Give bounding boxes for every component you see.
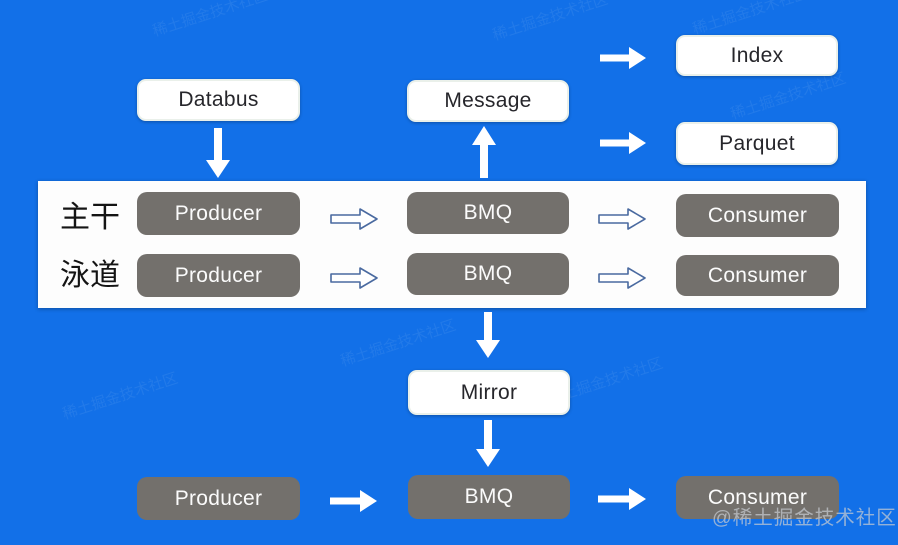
lane-label-trunk: 主干 <box>60 201 120 234</box>
arrow-right-to-parquet-icon <box>600 132 646 154</box>
arrow-right-bottom-bmq-to-consumer-icon <box>598 488 646 510</box>
bmq-node-swimlane: BMQ <box>407 253 569 295</box>
mirror-node: Mirror <box>408 370 570 415</box>
bmq-node-trunk: BMQ <box>407 192 569 234</box>
index-node: Index <box>676 35 838 76</box>
arrow-down-databus-to-band-icon <box>206 128 230 178</box>
consumer-node-trunk: Consumer <box>676 194 839 237</box>
databus-node: Databus <box>137 79 300 121</box>
arrow-outline-trunk-bmq-to-consumer-icon <box>598 208 646 230</box>
arrow-outline-swimlane-bmq-to-consumer-icon <box>598 267 646 289</box>
arrow-down-band-to-mirror-icon <box>476 312 500 358</box>
arrow-down-mirror-to-bmq-icon <box>476 420 500 467</box>
juejin-watermark: @稀土掘金技术社区 <box>712 507 897 529</box>
producer-node-swimlane: Producer <box>137 254 300 297</box>
lane-label-swimlane: 泳道 <box>60 259 120 292</box>
arrow-right-bottom-producer-to-bmq-icon <box>330 490 377 512</box>
ghost-watermark: 稀土掘金技术社区 <box>690 0 811 39</box>
consumer-node-bottom: Consumer <box>676 476 839 519</box>
bmq-node-bottom: BMQ <box>408 475 570 519</box>
arrow-right-to-index-icon <box>600 47 646 69</box>
producer-node-bottom: Producer <box>137 477 300 520</box>
arrow-outline-trunk-producer-to-bmq-icon <box>330 208 378 230</box>
arrow-outline-swimlane-producer-to-bmq-icon <box>330 267 378 289</box>
producer-node-trunk: Producer <box>137 192 300 235</box>
message-node: Message <box>407 80 569 122</box>
ghost-watermark: 稀土掘金技术社区 <box>338 316 459 371</box>
ghost-watermark: 稀土掘金技术社区 <box>150 0 271 41</box>
ghost-watermark: 稀土掘金技术社区 <box>490 0 611 45</box>
consumer-node-swimlane: Consumer <box>676 255 839 296</box>
arrow-up-band-to-message-icon <box>472 126 496 178</box>
ghost-watermark: 稀土掘金技术社区 <box>60 369 181 424</box>
parquet-node: Parquet <box>676 122 838 165</box>
